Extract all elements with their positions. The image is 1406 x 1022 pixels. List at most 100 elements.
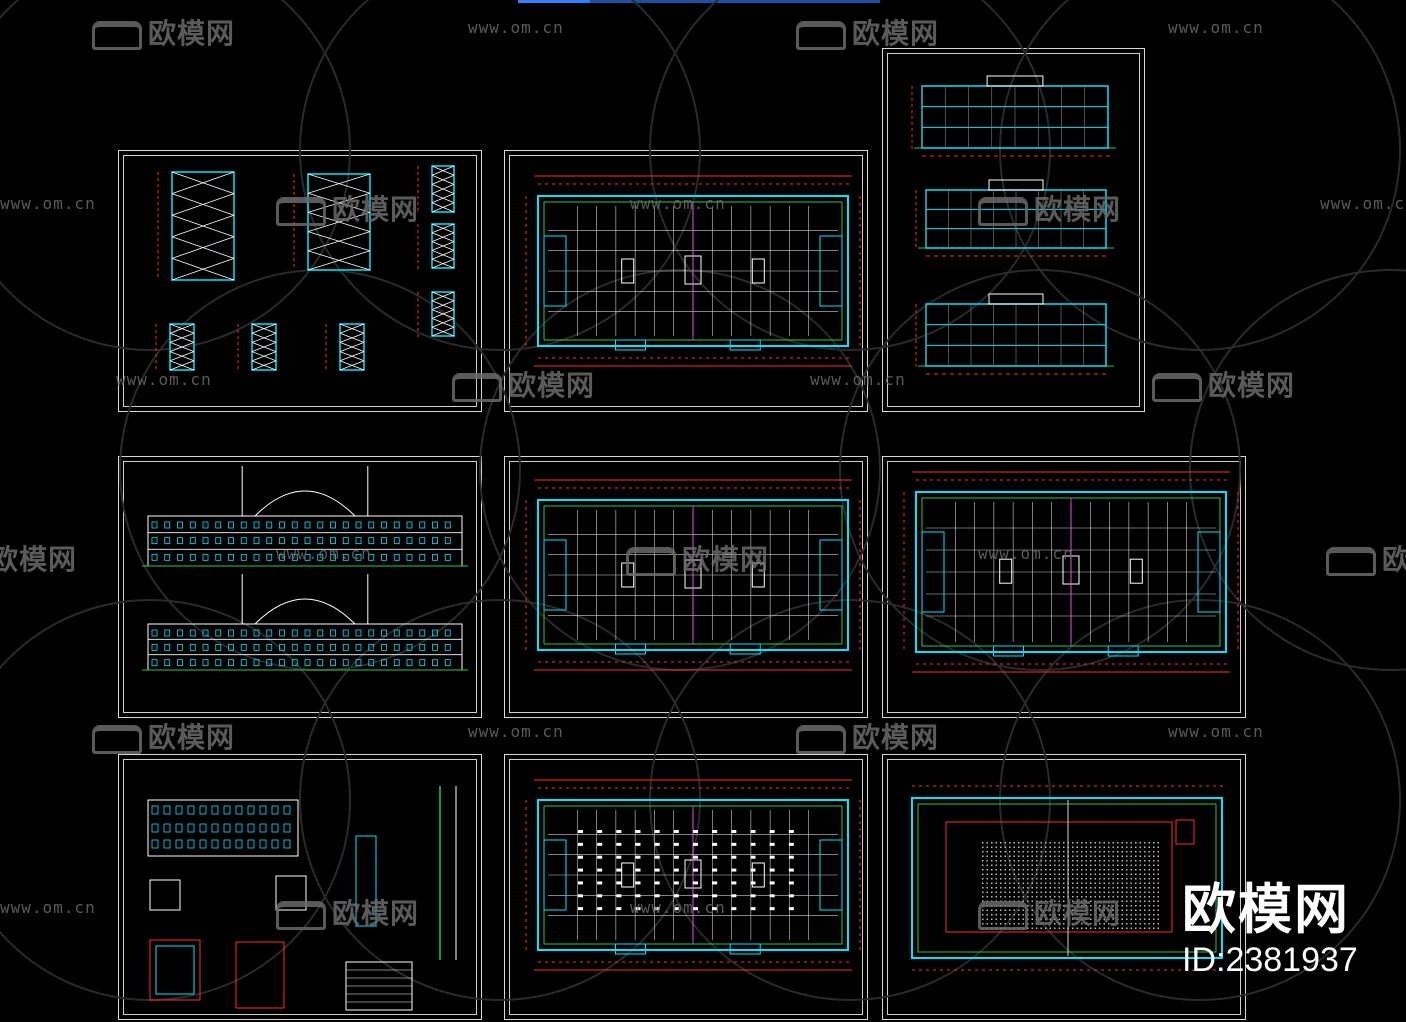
roof-dot [1103,869,1105,871]
stair-flight [431,174,455,185]
roof-dot [1054,869,1056,871]
sheet-wall-details[interactable] [118,754,482,1020]
roof-dot [1081,851,1083,853]
roof-dot [1094,900,1096,902]
roof-dot [1112,860,1114,862]
watermark-logo: 欧模网 [92,716,235,756]
roof-dot [1148,927,1150,929]
window [406,537,413,545]
window [177,521,183,529]
sheet-floor-plan-1[interactable] [504,150,868,412]
roof-dot [1094,918,1096,920]
roof-dot [1144,891,1146,893]
seat [769,907,775,911]
roof-dot [1112,927,1114,929]
roof-dot [1022,864,1024,866]
roof-dot [1018,869,1020,871]
roof-dot [1148,923,1150,925]
sheet-floor-plan-seating[interactable] [504,754,868,1020]
roof-dot [1000,855,1002,857]
roof-dot [1144,927,1146,929]
roof-dot [1063,927,1065,929]
roof-dot [1144,900,1146,902]
stair-flight [431,309,455,319]
roof-dot [1099,900,1101,902]
window [253,553,260,561]
roof-dot [1000,914,1002,916]
sofa-icon [276,196,326,226]
roof-dot [1108,891,1110,893]
roof-dot [1139,855,1141,857]
roof-dot [1135,923,1137,925]
window [304,553,311,561]
roof-dot [1157,909,1159,911]
stair-flight [431,326,455,337]
watermark-logo: 欧模网 [276,892,419,932]
window [271,839,279,849]
watermark-url: www.om.cn [630,898,726,917]
sheet-sections[interactable] [882,48,1145,412]
roof-dot [1121,882,1123,884]
sheet-floor-plan-2[interactable] [504,456,868,718]
roof-dot [1045,864,1047,866]
seat [673,830,679,833]
roof-dot [1076,855,1078,857]
roof-dot [986,855,988,857]
roof-dot [1117,851,1119,853]
roof-dot [1036,860,1038,862]
roof-dot [1049,882,1051,884]
roof-dot [1094,909,1096,911]
stair-flight [251,360,277,371]
roof-dot [1022,918,1024,920]
roof-dot [995,842,997,844]
roof-dot [1121,927,1123,929]
roof-dot [1157,896,1159,898]
roof-dot [1063,873,1065,875]
roof-dot [1144,864,1146,866]
roof-dot [1081,882,1083,884]
roof-dot [991,896,993,898]
roof-dot [1085,887,1087,889]
roof-dot [1103,914,1105,916]
roof-dot [1112,842,1114,844]
roof-dot [1036,909,1038,911]
window [187,823,195,833]
stair-shaft [169,323,195,371]
roof-dot [995,869,997,871]
roof-dot [1144,905,1146,907]
roof-dot [1148,878,1150,880]
roof-dot [1121,900,1123,902]
roof-dot [1031,842,1033,844]
roof-dot [1076,900,1078,902]
column [621,258,635,284]
stair-flight [431,318,455,328]
roof-dot [1027,869,1029,871]
roof-dot [1058,896,1060,898]
roof-dot [1112,851,1114,853]
window [164,629,171,637]
roof-dot [1018,909,1020,911]
window [235,805,243,815]
window [342,659,349,667]
roof-dot [1009,887,1011,889]
roof-dot [1076,887,1078,889]
sheet-roof-plan[interactable] [882,754,1246,1020]
roof-dot [1045,914,1047,916]
roof-dot [1031,905,1033,907]
roof-dot [1022,869,1024,871]
roof-dot [1117,855,1119,857]
sheet-floor-plan-3[interactable] [882,456,1246,718]
roof-dot [1117,882,1119,884]
roof-dot [1157,873,1159,875]
roof-dot [1135,918,1137,920]
roof-dot [1040,927,1042,929]
roof-dot [991,842,993,844]
seat [578,868,583,872]
sofa-icon [1326,546,1376,576]
roof-dot [1108,851,1110,853]
roof-dot [1090,882,1092,884]
window [393,629,400,637]
roof-dot [1054,878,1056,880]
roof-dot [1058,851,1060,853]
roof-dot [1013,864,1015,866]
